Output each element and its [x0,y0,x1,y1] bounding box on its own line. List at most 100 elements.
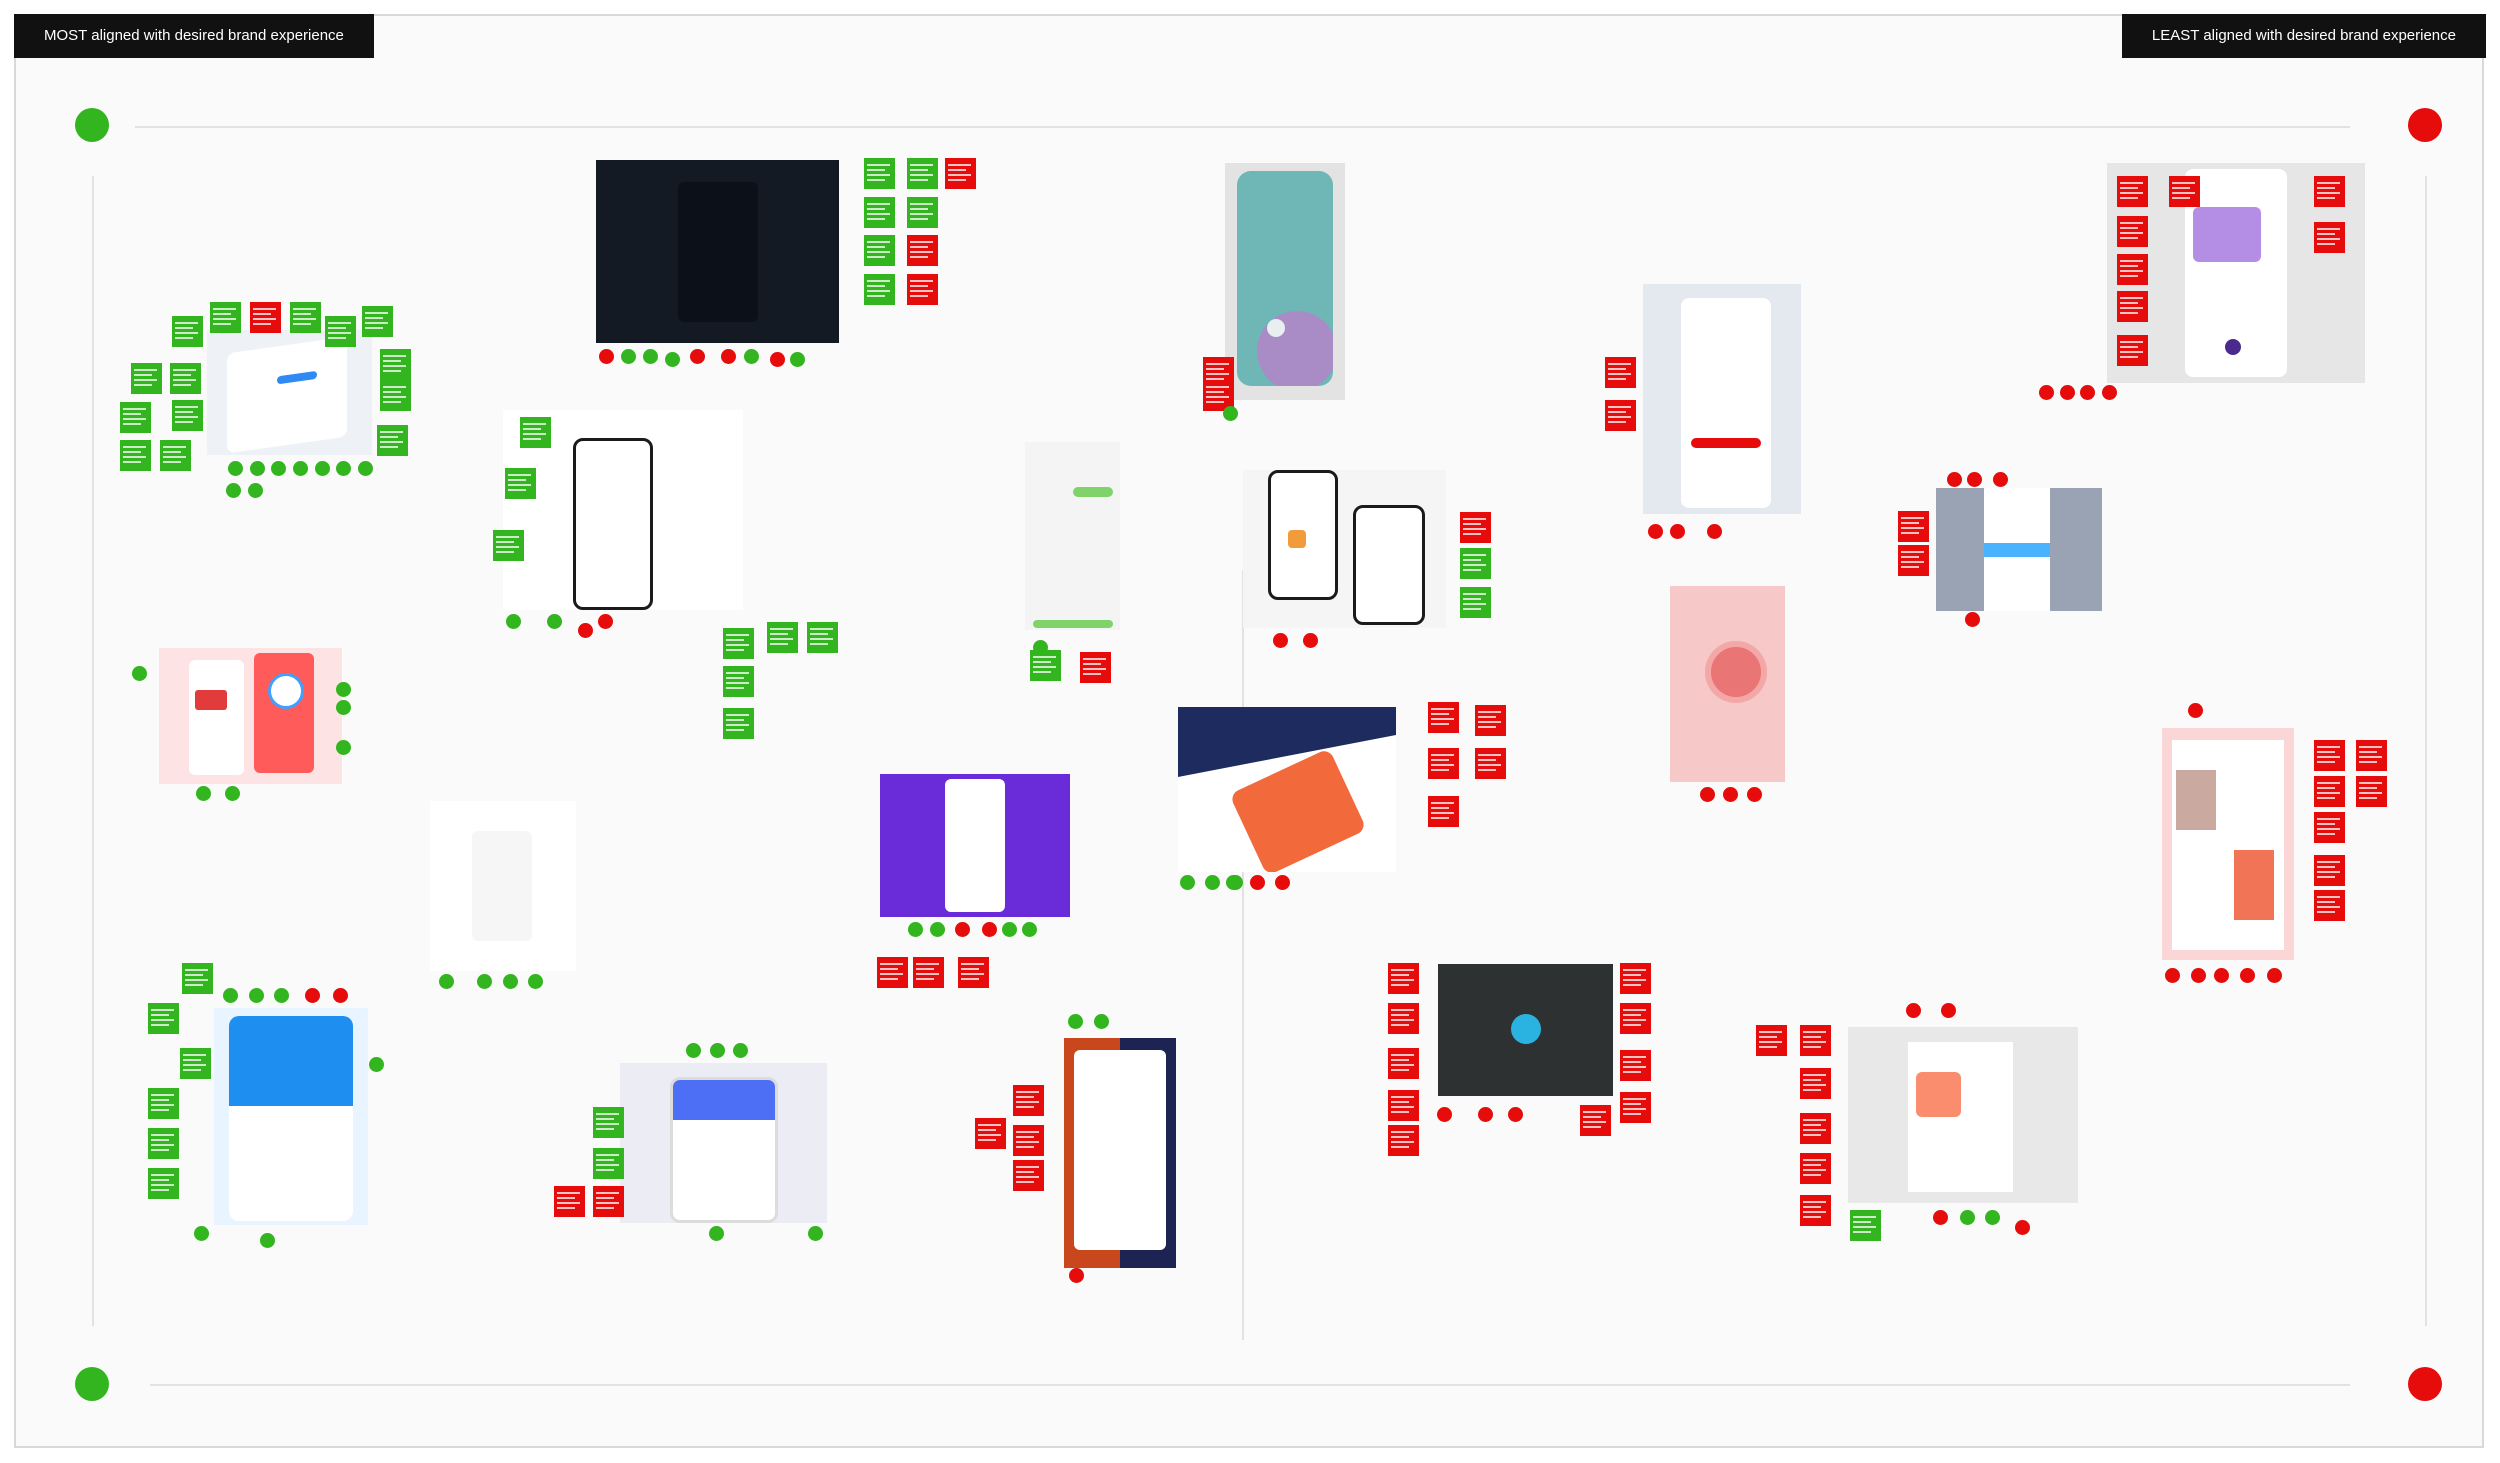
sticky-note-red[interactable] [1388,1090,1419,1121]
vote-dot-green[interactable] [249,988,264,1003]
white-minimal-screenshot[interactable] [430,801,576,971]
vote-dot-green[interactable] [223,988,238,1003]
pink-dial-screenshot[interactable] [1670,586,1785,782]
vote-dot-red[interactable] [1933,1210,1948,1225]
sticky-note-red[interactable] [1898,511,1929,542]
sticky-note-green[interactable] [723,708,754,739]
sticky-note-green[interactable] [864,235,895,266]
vote-dot-green[interactable] [643,349,658,364]
reviews-screenshot[interactable] [1064,1038,1176,1268]
vote-dot-green[interactable] [1022,922,1037,937]
sticky-note-red[interactable] [593,1186,624,1217]
vote-dot-red[interactable] [1670,524,1685,539]
sticky-note-red[interactable] [250,302,281,333]
sticky-note-green[interactable] [120,440,151,471]
vote-dot-red[interactable] [599,349,614,364]
sticky-note-green[interactable] [160,440,191,471]
sticky-note-red[interactable] [2356,740,2387,771]
vote-dot-red[interactable] [2240,968,2255,983]
sticky-note-red[interactable] [2117,335,2148,366]
sticky-note-red[interactable] [2314,222,2345,253]
vote-dot-green[interactable] [194,1226,209,1241]
vote-dot-red[interactable] [1303,633,1318,648]
sticky-note-red[interactable] [1428,748,1459,779]
sticky-note-red[interactable] [2314,855,2345,886]
sticky-note-green[interactable] [290,302,321,333]
vote-dot-green[interactable] [790,352,805,367]
vote-dot-green[interactable] [710,1043,725,1058]
vote-dot-red[interactable] [2039,385,2054,400]
vote-dot-red[interactable] [598,614,613,629]
sticky-note-green[interactable] [380,349,411,380]
tilted-dashboard-screenshot[interactable] [207,330,372,455]
sticky-note-green[interactable] [864,274,895,305]
sticky-note-green[interactable] [907,197,938,228]
vote-dot-green[interactable] [336,700,351,715]
sticky-note-red[interactable] [877,957,908,988]
vote-dot-green[interactable] [250,461,265,476]
vote-dot-red[interactable] [2015,1220,2030,1235]
vote-dot-red[interactable] [333,988,348,1003]
teal-phone-screenshot[interactable] [1225,163,1345,400]
vote-dot-green[interactable] [132,666,147,681]
sticky-note-red[interactable] [1620,963,1651,994]
sticky-note-red[interactable] [2117,291,2148,322]
sticky-note-red[interactable] [2314,176,2345,207]
sticky-note-green[interactable] [380,380,411,411]
sticky-note-red[interactable] [2314,890,2345,921]
vote-dot-green[interactable] [1033,640,1048,655]
vote-dot-green[interactable] [248,483,263,498]
vote-dot-red[interactable] [1906,1003,1921,1018]
vote-dot-green[interactable] [733,1043,748,1058]
vote-dot-red[interactable] [2102,385,2117,400]
vote-dot-green[interactable] [274,988,289,1003]
vote-dot-green[interactable] [260,1233,275,1248]
vote-dot-green[interactable] [930,922,945,937]
sticky-note-green[interactable] [131,363,162,394]
sticky-note-green[interactable] [807,622,838,653]
sticky-note-red[interactable] [1388,1048,1419,1079]
sticky-note-green[interactable] [148,1003,179,1034]
vote-dot-red[interactable] [1250,875,1265,890]
vote-dot-green[interactable] [506,614,521,629]
sticky-note-red[interactable] [2117,216,2148,247]
vote-dot-green[interactable] [196,786,211,801]
vote-dot-red[interactable] [1478,1107,1493,1122]
sticky-note-red[interactable] [1475,748,1506,779]
vote-dot-red[interactable] [578,623,593,638]
sticky-note-red[interactable] [907,274,938,305]
sticky-note-red[interactable] [1475,705,1506,736]
vote-dot-green[interactable] [1228,875,1243,890]
sticky-note-red[interactable] [1013,1160,1044,1191]
vote-dot-red[interactable] [1747,787,1762,802]
vote-dot-green[interactable] [1205,875,1220,890]
sticky-note-green[interactable] [182,963,213,994]
sticky-note-red[interactable] [2117,176,2148,207]
booking-card-screenshot[interactable] [1643,284,1801,514]
sticky-note-red[interactable] [1388,963,1419,994]
sticky-note-red[interactable] [1898,545,1929,576]
vote-dot-green[interactable] [709,1226,724,1241]
vote-dot-red[interactable] [305,988,320,1003]
vote-dot-green[interactable] [369,1057,384,1072]
sticky-note-green[interactable] [180,1048,211,1079]
vote-dot-green[interactable] [293,461,308,476]
sticky-note-red[interactable] [1620,1092,1651,1123]
orange-phone-screenshot[interactable] [1178,707,1396,872]
sticky-note-red[interactable] [554,1186,585,1217]
purple-app-screenshot[interactable] [880,774,1070,917]
vote-dot-red[interactable] [955,922,970,937]
vote-dot-green[interactable] [621,349,636,364]
vote-dot-green[interactable] [908,922,923,937]
vote-dot-green[interactable] [547,614,562,629]
vote-dot-red[interactable] [1941,1003,1956,1018]
sticky-note-red[interactable] [1800,1153,1831,1184]
vote-dot-green[interactable] [1985,1210,2000,1225]
vote-dot-green[interactable] [336,461,351,476]
sticky-note-green[interactable] [1460,587,1491,618]
sticky-note-red[interactable] [1388,1125,1419,1156]
picker-screenshot[interactable] [1936,488,2102,611]
dark-splash-screenshot[interactable] [596,160,839,343]
sticky-note-red[interactable] [1428,796,1459,827]
sticky-note-red[interactable] [1013,1125,1044,1156]
